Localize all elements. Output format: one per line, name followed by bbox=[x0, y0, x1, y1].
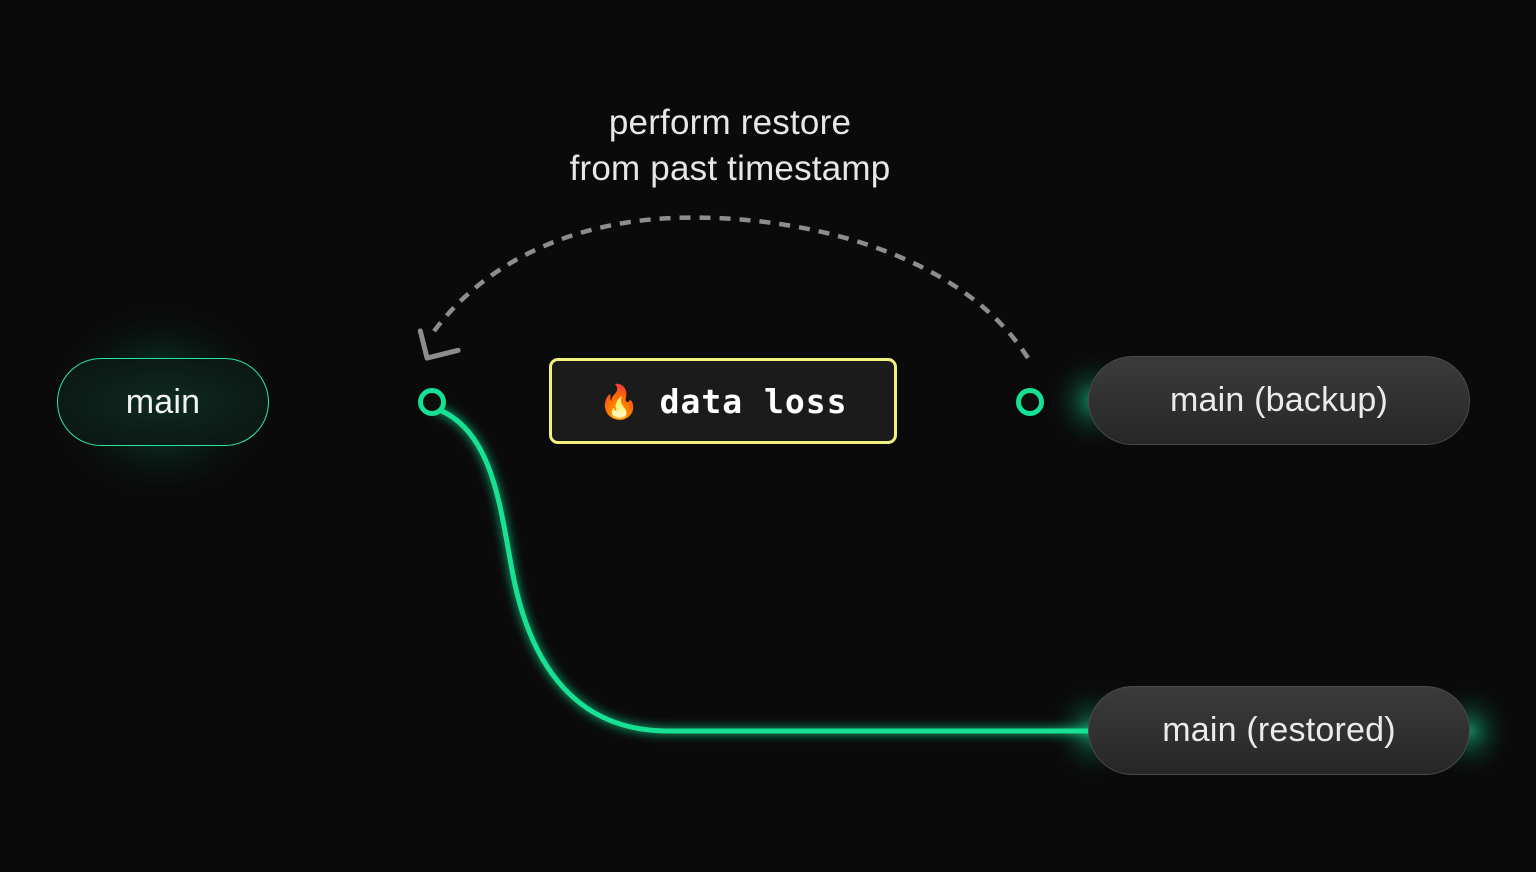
branch-node-restored[interactable]: main (restored) bbox=[1088, 686, 1470, 775]
restore-arrow-arc bbox=[430, 215, 1030, 360]
branch-node-restored-label: main (restored) bbox=[1162, 711, 1396, 749]
branch-node-backup[interactable]: main (backup) bbox=[1088, 356, 1470, 445]
branch-node-main-label: main bbox=[125, 382, 201, 421]
data-loss-event-box[interactable]: 🔥 data loss bbox=[549, 358, 897, 444]
commit-node-dataloss-end[interactable] bbox=[1016, 388, 1044, 416]
commit-node-branchpoint[interactable] bbox=[418, 388, 446, 416]
fire-icon: 🔥 bbox=[598, 381, 640, 421]
restore-arrow-head-icon bbox=[417, 328, 461, 361]
branch-node-main[interactable]: main bbox=[57, 358, 269, 446]
caption-line-1: perform restore bbox=[608, 103, 852, 142]
caption-perform-restore: perform restore from past timestamp bbox=[0, 100, 1460, 192]
branch-node-backup-label: main (backup) bbox=[1169, 381, 1389, 419]
data-loss-label: data loss bbox=[659, 381, 848, 421]
caption-line-2: from past timestamp bbox=[569, 149, 891, 188]
edge-branchpoint-to-restored bbox=[434, 406, 1093, 734]
